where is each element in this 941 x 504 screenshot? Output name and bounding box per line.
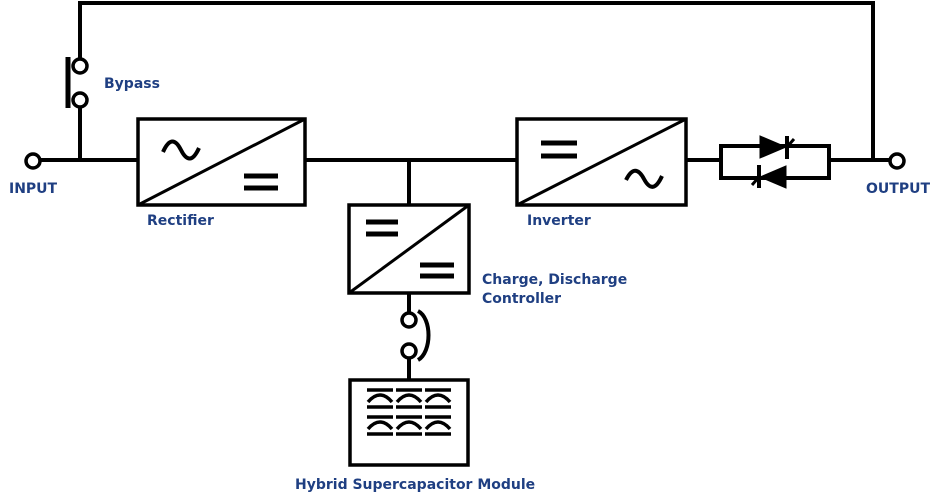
ac-symbol-icon bbox=[161, 139, 201, 161]
connector-icon bbox=[400, 309, 431, 362]
input-label: INPUT bbox=[9, 181, 58, 197]
supercapacitor-module-block bbox=[348, 378, 470, 467]
controller-label-line2: Controller bbox=[482, 291, 562, 307]
supercapacitor-cell-icon bbox=[395, 415, 423, 436]
rectifier-label: Rectifier bbox=[147, 213, 214, 229]
controller-block bbox=[347, 203, 471, 295]
bypass-label: Bypass bbox=[104, 76, 160, 92]
ac-symbol-icon bbox=[624, 168, 664, 189]
rectifier-block bbox=[136, 117, 307, 207]
inverter-label: Inverter bbox=[527, 213, 591, 229]
dc-symbol-icon bbox=[541, 140, 577, 159]
supercapacitor-cell-icon bbox=[366, 415, 394, 436]
supercapacitor-cell-icon bbox=[424, 415, 452, 436]
controller-label-line1: Charge, Discharge bbox=[482, 272, 628, 288]
bypass-switch-icon bbox=[65, 57, 89, 109]
supercapacitor-cell-icon bbox=[395, 388, 423, 409]
output-label: OUTPUT bbox=[866, 181, 930, 197]
bypass-line bbox=[78, 1, 875, 162]
supercapacitor-cell-icon bbox=[366, 388, 394, 409]
dc-symbol-icon bbox=[244, 173, 278, 191]
static-switch-icon bbox=[719, 135, 831, 189]
supercapacitor-cell-icon bbox=[424, 388, 452, 409]
inverter-block bbox=[515, 117, 688, 207]
input-terminal bbox=[24, 152, 42, 170]
dc-symbol-icon bbox=[420, 262, 454, 279]
module-label: Hybrid Supercapacitor Module bbox=[295, 477, 536, 493]
dc-symbol-icon bbox=[366, 219, 398, 237]
output-terminal bbox=[888, 152, 906, 170]
